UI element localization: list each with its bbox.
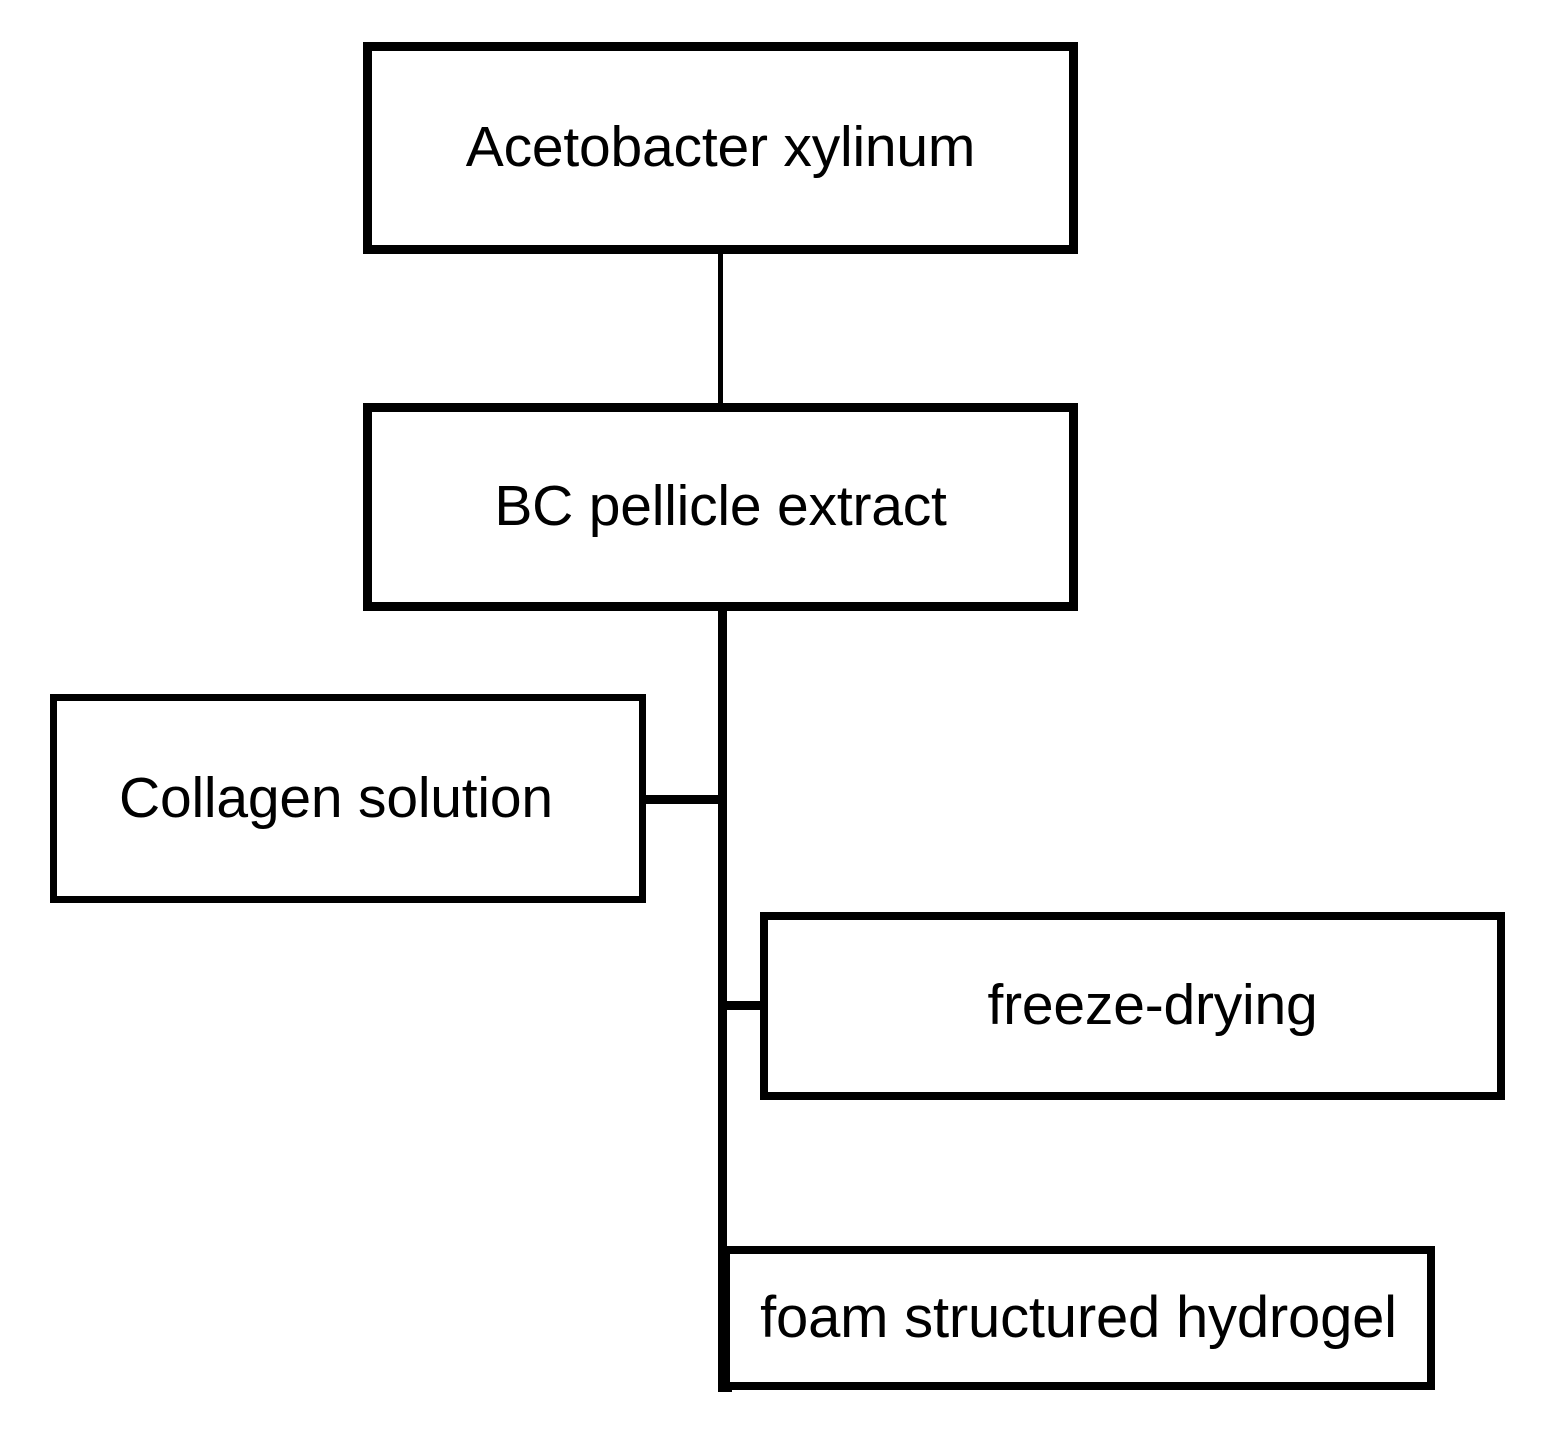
node-acetobacter-xylinum[interactable]: Acetobacter xylinum	[363, 42, 1078, 254]
connector-acetobacter-to-bc-pellicle	[718, 250, 723, 408]
connector-collagen-to-trunk	[640, 795, 724, 804]
node-label-bc-pellicle-extract: BC pellicle extract	[494, 474, 947, 539]
node-label-acetobacter-xylinum: Acetobacter xylinum	[465, 115, 976, 180]
node-bc-pellicle-extract[interactable]: BC pellicle extract	[363, 403, 1078, 611]
node-label-freeze-drying: freeze-drying	[987, 973, 1318, 1038]
connector-bc-pellicle-trunk	[718, 605, 727, 1255]
node-foam-structured-hydrogel[interactable]: foam structured hydrogel	[722, 1246, 1435, 1390]
node-freeze-drying[interactable]: freeze-drying	[760, 912, 1505, 1100]
node-label-foam-structured-hydrogel: foam structured hydrogel	[760, 1284, 1397, 1350]
node-label-collagen-solution: Collagen solution	[119, 765, 553, 830]
connector-trunk-to-freeze-drying	[718, 1001, 766, 1010]
node-collagen-solution[interactable]: Collagen solution	[50, 694, 646, 903]
